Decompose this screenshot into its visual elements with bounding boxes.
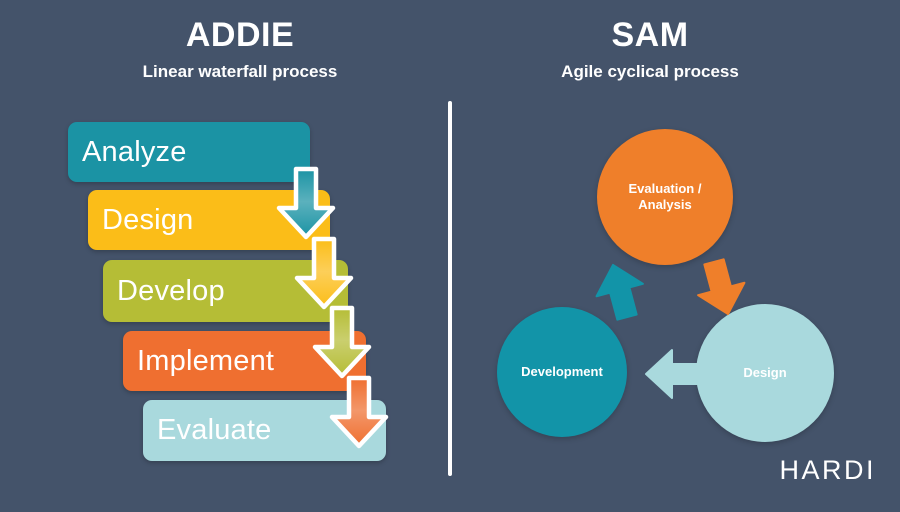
sam-node-design[interactable]: Design <box>696 304 834 442</box>
addie-title: ADDIE <box>185 16 295 54</box>
sam-subtitle: Agile cyclical process <box>561 62 739 81</box>
arrow-down-icon <box>294 236 354 310</box>
evaluation-to-design-arrow <box>697 258 746 316</box>
sam-node-label-line: Evaluation / <box>628 181 702 197</box>
arrow-down-icon <box>329 375 389 449</box>
sam-node-label-line: Design <box>743 365 787 381</box>
sam-node-development[interactable]: Development <box>497 307 627 437</box>
addie-step-develop[interactable]: Develop <box>103 260 348 322</box>
addie-subtitle: Linear waterfall process <box>142 62 338 81</box>
addie-step-label: Evaluate <box>157 414 272 446</box>
hardi-logo: HARDI <box>779 455 876 485</box>
development-to-evaluation-arrow <box>595 263 644 321</box>
sam-node-evaluation[interactable]: Evaluation /Analysis <box>597 129 733 265</box>
sam-node-label-line: Development <box>521 364 603 380</box>
arrow-down-icon <box>276 166 336 240</box>
addie-step-analyze[interactable]: Analyze <box>68 122 310 182</box>
panel-divider <box>448 101 452 476</box>
sam-node-label: Evaluation /Analysis <box>629 181 702 213</box>
sam-node-label: Design <box>743 365 786 381</box>
sam-title: SAM <box>611 16 689 54</box>
design-to-development-arrow <box>645 349 701 399</box>
addie-step-label: Develop <box>117 274 225 307</box>
sam-node-label-line: Analysis <box>638 197 692 212</box>
arrow-down-icon <box>312 305 372 379</box>
addie-step-label: Design <box>102 203 194 236</box>
sam-node-label: Development <box>521 364 603 380</box>
addie-step-label: Analyze <box>82 135 187 168</box>
addie-step-label: Implement <box>137 344 275 377</box>
